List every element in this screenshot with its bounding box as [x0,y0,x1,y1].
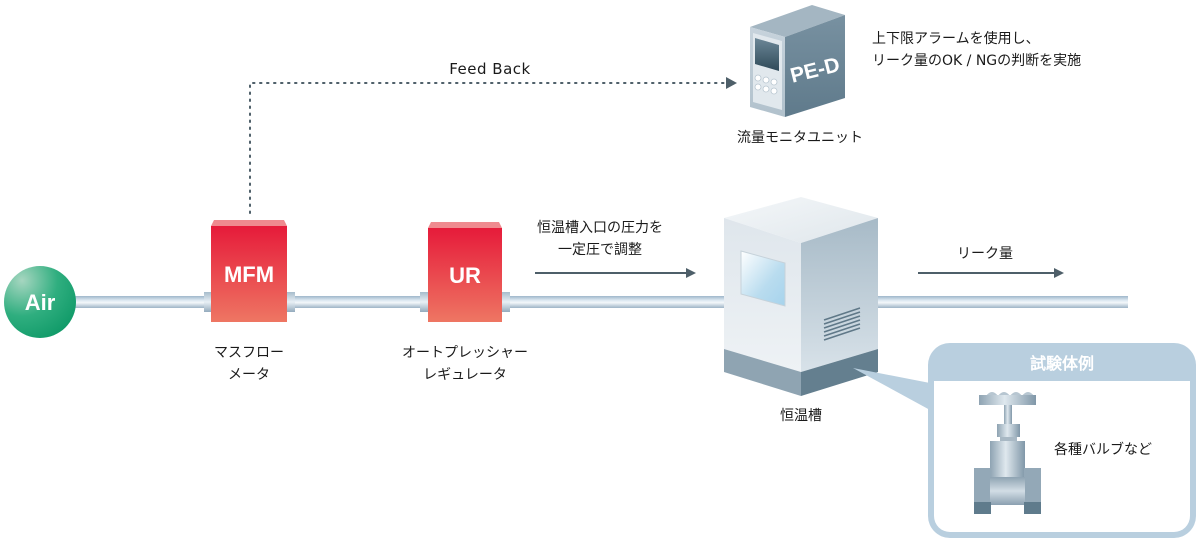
ur-caption: オートプレッシャー レギュレータ [385,342,545,386]
mfm-caption-line-2: メータ [228,367,270,383]
mass-flow-meter: MFM [204,220,295,322]
ur-caption-line-2: レギュレータ [423,367,507,383]
constant-temperature-chamber [724,197,878,396]
chamber-base-side [801,349,878,396]
mfm-top-bevel [211,220,287,226]
valve-bonnet [990,441,1025,477]
chamber-caption: 恒温槽 [780,408,822,424]
pipe-segment-mfm-ur [287,296,429,308]
valve-nut-lower [1000,437,1017,441]
air-source: Air [4,266,76,338]
chamber-vent [823,307,861,341]
pressure-note-line-2: 一定圧で調整 [558,242,642,258]
valve-nut [997,424,1020,437]
chamber-side-face [801,218,878,372]
valve-handwheel [979,395,1036,405]
ur-body [428,228,502,322]
feedback-line: Feed Back [249,60,737,214]
monitor-caption: 流量モニタユニット [737,130,863,146]
valve-flange-right-base [1024,502,1041,514]
feedback-label: Feed Back [449,60,530,78]
monitor-note-line-1: 上下限アラームを使用し、 [872,31,1040,47]
valve-flange-left-base [974,502,991,514]
air-source-label: Air [25,290,56,315]
callout-pointer [853,368,930,410]
monitor-note-line-2: リーク量のOK / NGの判断を実施 [872,53,1082,69]
mfm-coupling-left [204,292,212,312]
test-sample-item-label: 各種バルブなど [1054,442,1152,458]
ur-caption-line-1: オートプレッシャー [402,345,528,361]
chamber-top-face [724,197,878,243]
pressure-note: 恒温槽入口の圧力を 一定圧で調整 [520,217,680,261]
ur-top-bevel [428,222,502,228]
test-sample-callout: 試験体例 [928,343,1196,538]
air-source-circle [4,266,76,338]
pipe-segment-outlet [876,296,1128,308]
ped-screen [755,38,779,71]
mfm-caption: マスフロー メータ [189,342,309,386]
ur-box-label: UR [449,263,481,288]
chamber-base-front [724,349,801,396]
mfm-box-label: MFM [224,262,274,287]
valve-icon [974,392,1041,514]
feedback-dotted-path [249,82,725,214]
mfm-caption-line-1: マスフロー [214,345,284,361]
valve-body [990,477,1025,505]
pressure-note-line-1: 恒温槽入口の圧力を [537,220,663,236]
ped-side-face [785,15,845,117]
callout-title: 試験体例 [1030,354,1094,373]
mfm-body [211,226,287,322]
mfm-coupling-right [287,292,295,312]
valve-stem [1004,405,1012,425]
ped-buttons [754,74,778,95]
callout-body-topfill [934,381,1190,399]
flow-monitor-unit: PE-D [750,5,845,117]
ur-coupling-right [502,292,510,312]
monitor-note: 上下限アラームを使用し、 リーク量のOK / NGの判断を実施 [872,28,1081,72]
pipe-segment-air-mfm [70,296,212,308]
leak-label: リーク量 [957,246,1013,262]
pipeline [70,296,1128,308]
ur-coupling-left [420,292,428,312]
ped-top-face [750,5,845,37]
auto-pressure-regulator: UR [420,222,510,322]
pipe-segment-ur-chamber [502,296,726,308]
chamber-window [740,250,786,307]
feedback-arrowhead [726,77,737,89]
valve-flange-right [1024,468,1041,503]
valve-flange-left [974,468,991,503]
